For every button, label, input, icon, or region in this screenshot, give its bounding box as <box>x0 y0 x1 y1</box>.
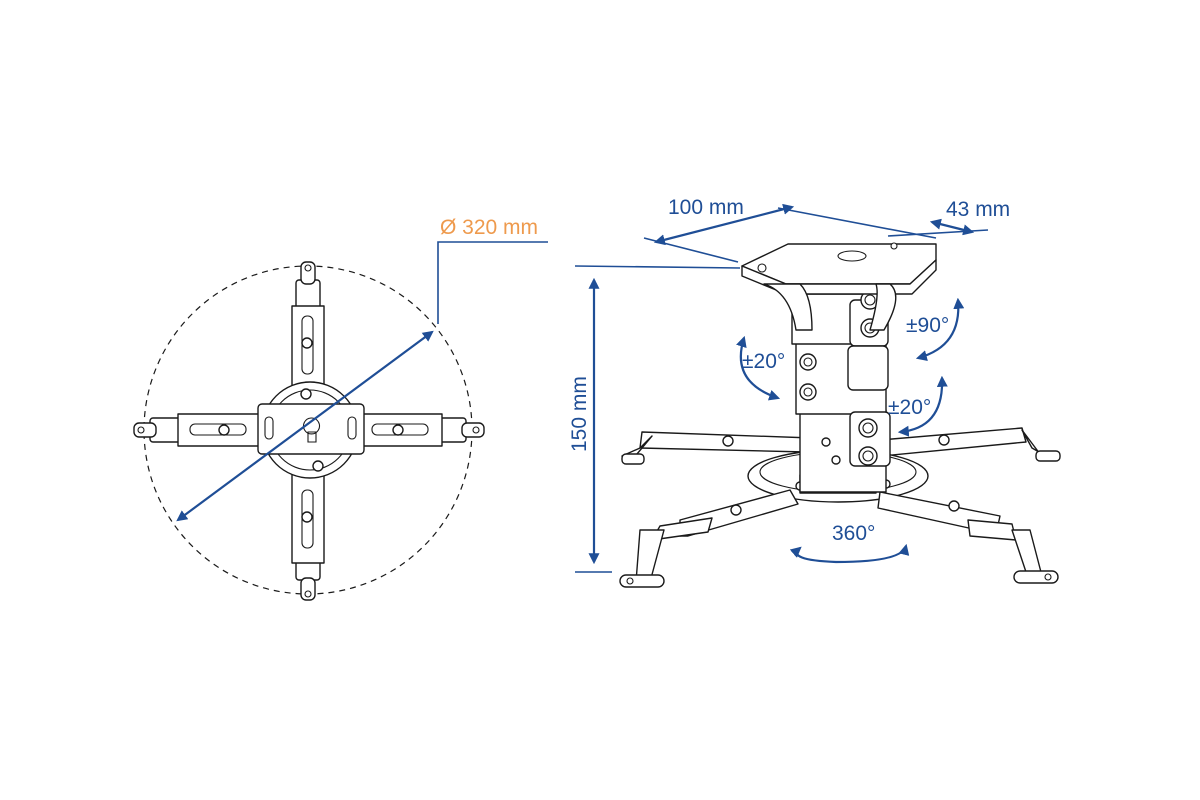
rotation-label: 360° <box>832 522 875 545</box>
diameter-label: Ø 320 mm <box>440 216 538 239</box>
front-legs <box>619 479 1059 588</box>
rotation-arrow <box>789 543 910 564</box>
tilt-right-arrow <box>897 375 948 437</box>
tilt-left-label: ±20° <box>742 350 785 373</box>
tilt-left-arrow <box>736 335 781 401</box>
diameter-arrow <box>176 330 434 522</box>
rear-legs <box>621 427 1061 465</box>
width-label: 100 mm <box>668 196 744 219</box>
height-extension-line-top <box>574 265 741 269</box>
width-extension-line <box>643 237 739 263</box>
width-arrow <box>653 203 795 246</box>
dimension-lines <box>574 203 989 573</box>
depth-extension-line-b <box>887 229 989 237</box>
height-label: 150 mm <box>568 376 591 452</box>
depth-label: 43 mm <box>946 198 1010 221</box>
side-view: 100 mm 43 mm 150 mm ±90° ±20° ±20° 360° <box>568 196 1061 588</box>
rotation-arrows <box>736 297 965 564</box>
diameter-dimension <box>176 241 548 522</box>
diameter-leader-line <box>437 241 548 324</box>
center-hub <box>257 381 365 479</box>
ceiling-plate <box>741 242 937 331</box>
top-view: Ø 320 mm <box>133 216 548 601</box>
depth-extension-line-a <box>777 207 937 239</box>
tilt-top-label: ±90° <box>906 314 949 337</box>
bracket-assembly <box>791 290 891 493</box>
depth-arrow <box>929 218 975 236</box>
tilt-right-label: ±20° <box>888 396 931 419</box>
tilt-top-arrow <box>915 297 965 361</box>
